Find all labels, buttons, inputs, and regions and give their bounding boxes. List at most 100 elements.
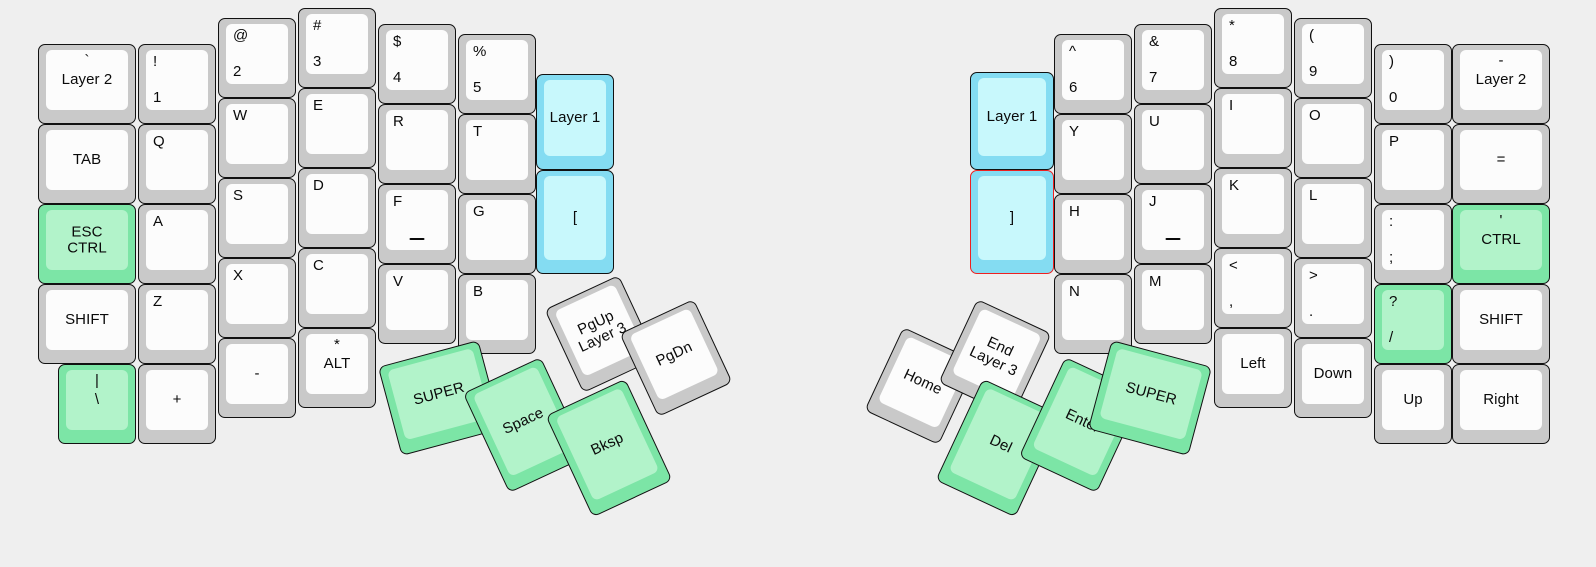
key-h[interactable]: H bbox=[1054, 194, 1132, 274]
key-t[interactable]: T bbox=[458, 114, 536, 194]
key-7[interactable]: &7 bbox=[1134, 24, 1212, 104]
key-5[interactable]: %5 bbox=[458, 34, 536, 114]
key-cap: Y bbox=[1062, 120, 1124, 180]
key-legend-main: Layer 2 bbox=[1475, 71, 1527, 89]
key-legend-main: - bbox=[254, 365, 260, 383]
key-cap: >. bbox=[1302, 264, 1364, 324]
key-cap: !1 bbox=[146, 50, 208, 110]
key-u[interactable]: U bbox=[1134, 104, 1212, 184]
key-bracket-left[interactable]: [ bbox=[536, 170, 614, 274]
key-legend-main: SUPER bbox=[1123, 378, 1179, 409]
key-cap: O bbox=[1302, 104, 1364, 164]
key-alt[interactable]: *ALT bbox=[298, 328, 376, 408]
key-legend-main: SHIFT bbox=[1479, 311, 1523, 329]
key-cap: U bbox=[1142, 110, 1204, 170]
key-8[interactable]: *8 bbox=[1214, 8, 1292, 88]
key-2[interactable]: @2 bbox=[218, 18, 296, 98]
key-legend-main: O bbox=[1309, 107, 1321, 124]
key-esc-ctrl[interactable]: ESC CTRL bbox=[38, 204, 136, 284]
key-cap: (9 bbox=[1302, 24, 1364, 84]
key-j[interactable]: J bbox=[1134, 184, 1212, 264]
key-equals[interactable]: = bbox=[1452, 124, 1550, 204]
key-cap: %5 bbox=[466, 40, 528, 100]
key-down[interactable]: Down bbox=[1294, 338, 1372, 418]
key-layer1-l[interactable]: Layer 1 bbox=[536, 74, 614, 170]
key-bracket-right[interactable]: ] bbox=[970, 170, 1054, 274]
key-right[interactable]: Right bbox=[1452, 364, 1550, 444]
key-legend-main: U bbox=[1149, 113, 1160, 130]
key-g[interactable]: G bbox=[458, 194, 536, 274]
key-legend-main: A bbox=[153, 213, 164, 230]
key-cap: Layer 1 bbox=[544, 80, 606, 156]
key-up[interactable]: Up bbox=[1374, 364, 1452, 444]
key-cap: <, bbox=[1222, 254, 1284, 314]
key-legend-main: Z bbox=[153, 293, 163, 310]
key-l[interactable]: L bbox=[1294, 178, 1372, 258]
key-1[interactable]: !1 bbox=[138, 44, 216, 124]
key-cap: &7 bbox=[1142, 30, 1204, 90]
key-cap: S bbox=[226, 184, 288, 244]
key-9[interactable]: (9 bbox=[1294, 18, 1372, 98]
key-n[interactable]: N bbox=[1054, 274, 1132, 354]
key-period[interactable]: >. bbox=[1294, 258, 1372, 338]
key-x[interactable]: X bbox=[218, 258, 296, 338]
key-y[interactable]: Y bbox=[1054, 114, 1132, 194]
key-layer2-r[interactable]: -Layer 2 bbox=[1452, 44, 1550, 124]
key-6[interactable]: ^6 bbox=[1054, 34, 1132, 114]
key-quote-ctrl[interactable]: 'CTRL bbox=[1452, 204, 1550, 284]
key-0[interactable]: )0 bbox=[1374, 44, 1452, 124]
key-legend-main: , bbox=[1229, 293, 1234, 311]
key-plus[interactable]: + bbox=[138, 364, 216, 444]
key-d[interactable]: D bbox=[298, 168, 376, 248]
key-legend-main: ; bbox=[1389, 249, 1394, 267]
key-cap: SHIFT bbox=[1460, 290, 1542, 350]
key-v[interactable]: V bbox=[378, 264, 456, 344]
key-legend-main: CTRL bbox=[1481, 231, 1521, 249]
key-o[interactable]: O bbox=[1294, 98, 1372, 178]
key-pipe-backslash[interactable]: |\ bbox=[58, 364, 136, 444]
key-legend-top: * bbox=[334, 336, 340, 353]
key-layer2-l[interactable]: `Layer 2 bbox=[38, 44, 136, 124]
key-cap: Up bbox=[1382, 370, 1444, 430]
key-legend-main: Layer 2 bbox=[61, 71, 113, 89]
key-legend-main: P bbox=[1389, 133, 1400, 150]
key-cap: P bbox=[1382, 130, 1444, 190]
key-r[interactable]: R bbox=[378, 104, 456, 184]
key-comma[interactable]: <, bbox=[1214, 248, 1292, 328]
key-shift-l[interactable]: SHIFT bbox=[38, 284, 136, 364]
key-legend-top: < bbox=[1229, 257, 1238, 274]
key-f[interactable]: F bbox=[378, 184, 456, 264]
key-colon-semicolon[interactable]: :; bbox=[1374, 204, 1452, 284]
homing-bar-icon bbox=[409, 237, 425, 240]
key-s[interactable]: S bbox=[218, 178, 296, 258]
key-a[interactable]: A bbox=[138, 204, 216, 284]
key-legend-main: Y bbox=[1069, 123, 1080, 140]
key-shift-r[interactable]: SHIFT bbox=[1452, 284, 1550, 364]
key-p[interactable]: P bbox=[1374, 124, 1452, 204]
key-legend-top: & bbox=[1149, 33, 1160, 50]
key-legend-main: 0 bbox=[1389, 89, 1398, 107]
key-minus[interactable]: - bbox=[218, 338, 296, 418]
key-legend-top: > bbox=[1309, 267, 1318, 284]
key-cap: I bbox=[1222, 94, 1284, 154]
key-i[interactable]: I bbox=[1214, 88, 1292, 168]
key-w[interactable]: W bbox=[218, 98, 296, 178]
key-legend-main: V bbox=[393, 273, 404, 290]
key-left[interactable]: Left bbox=[1214, 328, 1292, 408]
key-tab[interactable]: TAB bbox=[38, 124, 136, 204]
key-cap: PgDn bbox=[629, 307, 720, 401]
key-layer1-r[interactable]: Layer 1 bbox=[970, 72, 1054, 170]
key-z[interactable]: Z bbox=[138, 284, 216, 364]
key-c[interactable]: C bbox=[298, 248, 376, 328]
key-m[interactable]: M bbox=[1134, 264, 1212, 344]
key-k[interactable]: K bbox=[1214, 168, 1292, 248]
key-question-slash[interactable]: ?/ bbox=[1374, 284, 1452, 364]
key-e[interactable]: E bbox=[298, 88, 376, 168]
key-4[interactable]: $4 bbox=[378, 24, 456, 104]
key-legend-main: 2 bbox=[233, 63, 242, 81]
key-cap: |\ bbox=[66, 370, 128, 430]
key-cap: [ bbox=[544, 176, 606, 260]
key-q[interactable]: Q bbox=[138, 124, 216, 204]
key-b[interactable]: B bbox=[458, 274, 536, 354]
key-3[interactable]: #3 bbox=[298, 8, 376, 88]
